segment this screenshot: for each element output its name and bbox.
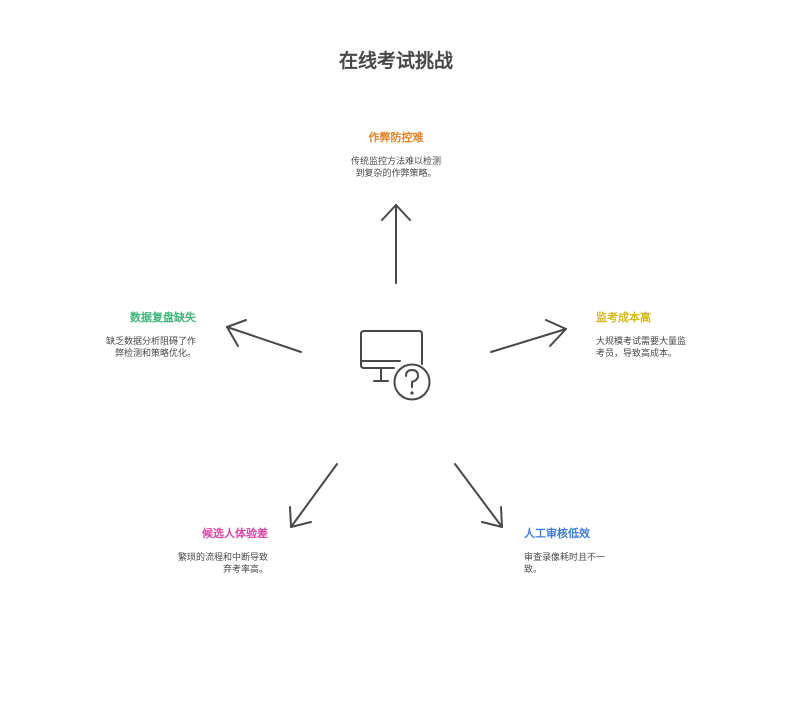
node-desc-bottom-left-line1: 繁琐的流程和中断导致 — [177, 553, 268, 563]
node-desc-right: 大规模考试需要大量监 考员，导致高成本。 — [596, 336, 756, 360]
monitor-question-icon — [360, 330, 431, 401]
arrow-right — [490, 319, 567, 353]
arrow-top — [381, 204, 411, 284]
node-desc-bottom-left: 繁琐的流程和中断导致 弃考率高。 — [108, 552, 268, 576]
node-desc-right-line2: 考员，导致高成本。 — [596, 349, 678, 359]
arrow-bottom-right — [454, 463, 503, 528]
node-desc-right-line1: 大规模考试需要大量监 — [596, 337, 687, 347]
node-title-top: 作弊防控难 — [368, 131, 424, 144]
node-desc-top-line1: 传统监控方法难以检测 — [350, 157, 441, 167]
arrow-left — [226, 319, 302, 353]
node-desc-top-line2: 到复杂的作弊策略。 — [355, 169, 437, 179]
node-title-left: 数据复盘缺失 — [130, 311, 196, 324]
node-desc-left: 缺乏数据分析阻碍了作 弊检测和策略优化。 — [36, 336, 196, 360]
node-desc-left-line2: 弊检测和策略优化。 — [114, 349, 196, 359]
node-title-bottom-right: 人工审核低效 — [524, 527, 590, 540]
node-desc-bottom-right-line2: 致。 — [524, 565, 543, 575]
node-desc-left-line1: 缺乏数据分析阻碍了作 — [105, 337, 196, 347]
node-desc-top: 传统监控方法难以检测 到复杂的作弊策略。 — [306, 156, 486, 180]
node-desc-bottom-right: 审查录像耗时且不一 致。 — [524, 552, 684, 576]
diagram-title: 在线考试挑战 — [338, 50, 453, 72]
node-title-right: 监考成本高 — [596, 311, 651, 324]
node-desc-bottom-right-line1: 审查录像耗时且不一 — [524, 553, 606, 563]
node-title-bottom-left: 候选人体验差 — [202, 527, 268, 540]
arrow-bottom-left — [289, 463, 338, 528]
question-dot — [410, 391, 414, 395]
node-desc-bottom-left-line2: 弃考率高。 — [222, 565, 268, 575]
